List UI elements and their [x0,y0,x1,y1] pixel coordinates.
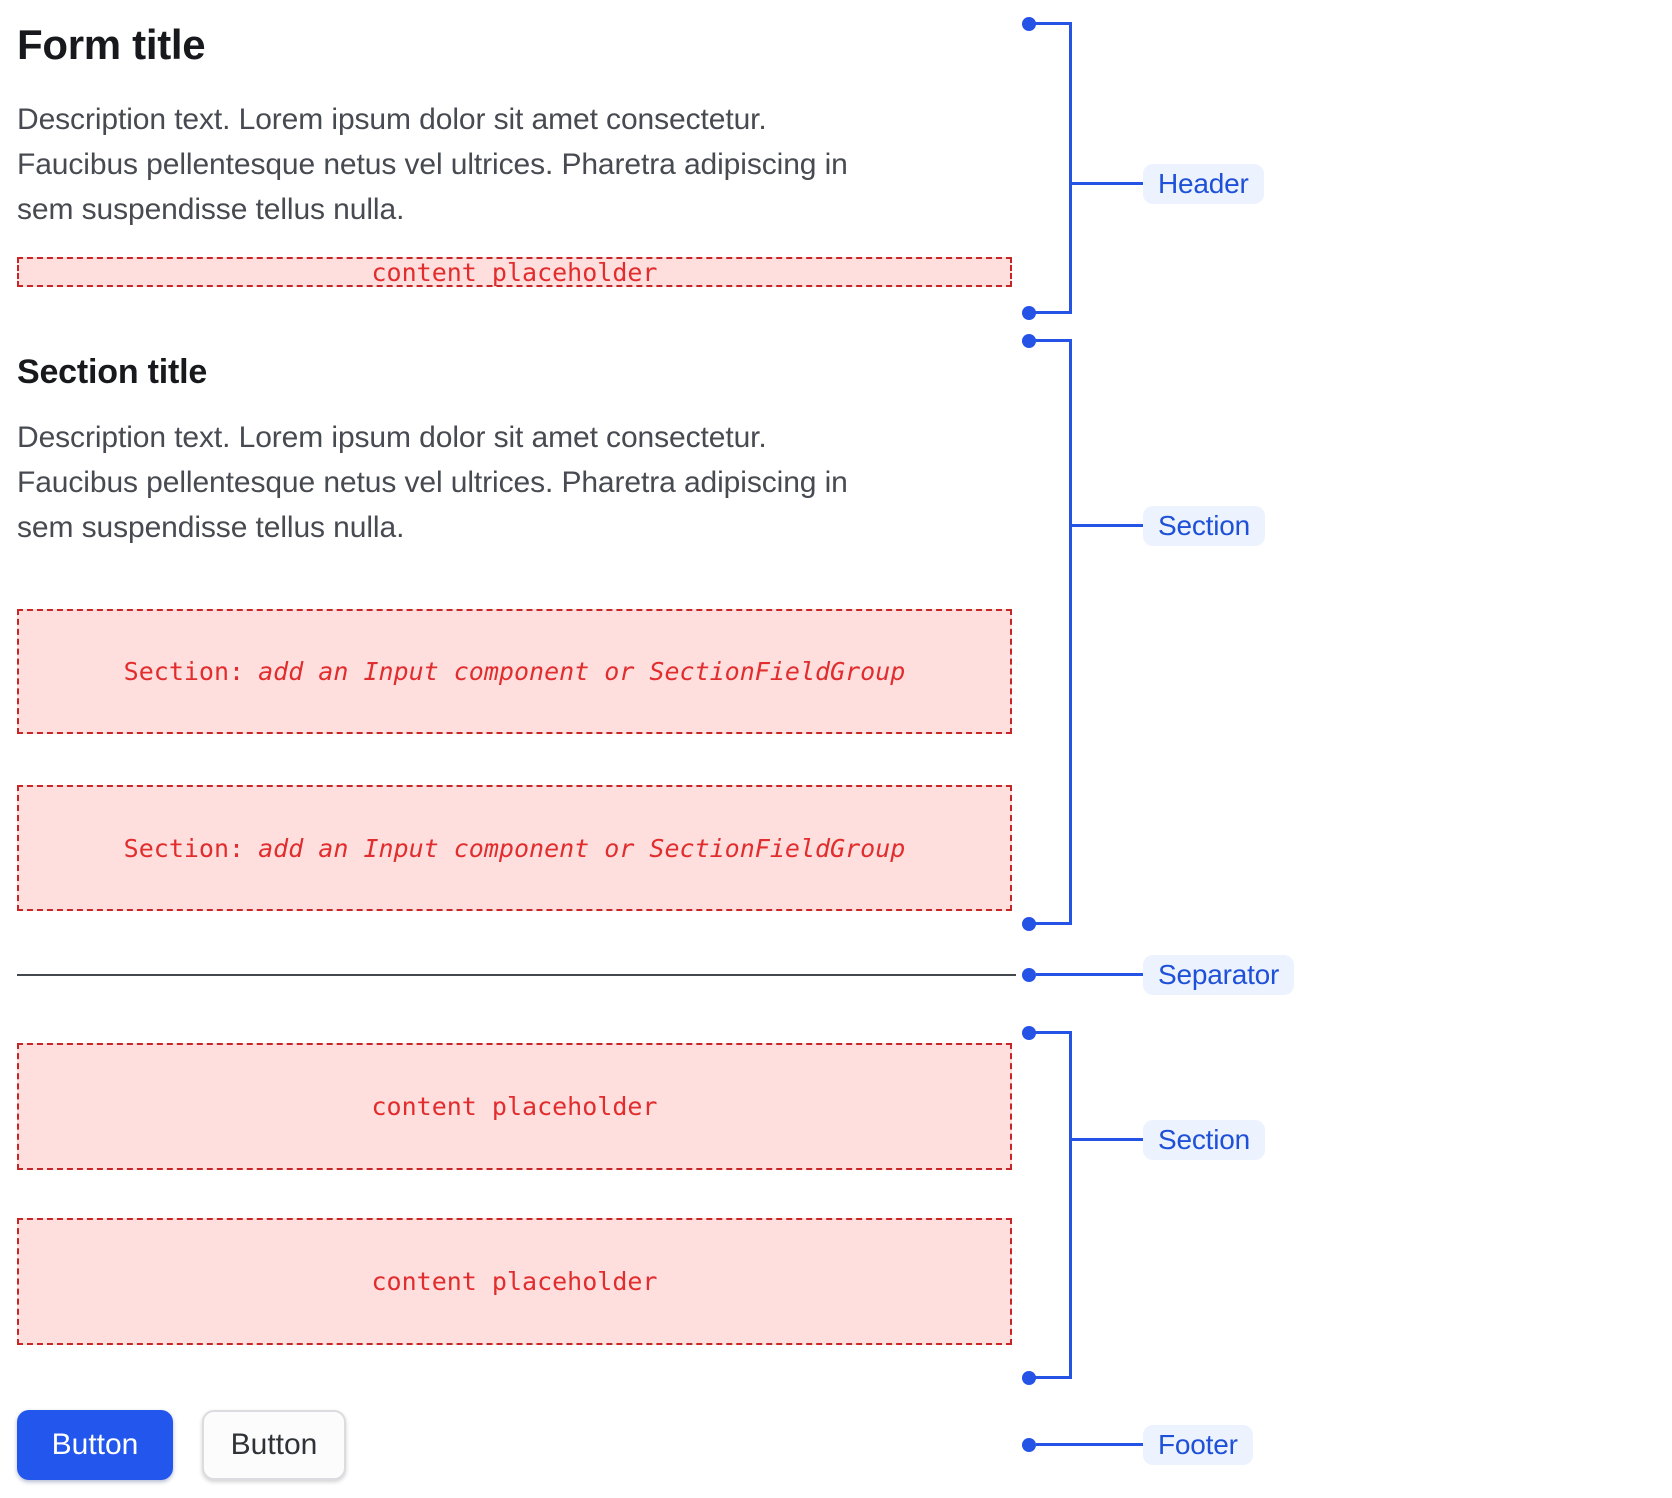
header-content-placeholder: content placeholder [17,257,1012,287]
header-bracket-top-stub [1029,22,1072,25]
separator-dot [1022,968,1036,982]
primary-button[interactable]: Button [17,1410,173,1480]
section-description-line: Faucibus pellentesque netus vel ultrices… [17,466,848,499]
lower-section-bracket-top-stub [1029,1031,1072,1034]
header-bracket-line [1069,22,1072,314]
separator-line [17,974,1016,976]
section-description: Description text. Lorem ipsum dolor sit … [17,415,977,550]
lower-section-bracket-bottom-stub [1029,1376,1072,1379]
secondary-button[interactable]: Button [202,1410,346,1480]
section-bracket-top-stub [1029,339,1072,342]
section-field-placeholder-1: Section: add an Input component or Sectio… [17,609,1012,734]
content-placeholder-text: content placeholder [371,1267,658,1296]
content-placeholder-text: content placeholder [371,1092,658,1121]
section-field-placeholder-text: Section: add an Input component or Sectio… [124,834,906,863]
annotation-section-label: Section [1143,506,1265,546]
content-placeholder-2: content placeholder [17,1218,1012,1345]
section-title: Section title [17,353,208,391]
section-placeholder-label: add an Input component or SectionFieldGr… [258,657,906,686]
header-content-placeholder-text: content placeholder [371,257,658,287]
section-bracket-line [1069,339,1072,925]
footer-dot [1022,1438,1036,1452]
section-placeholder-prefix: Section: [123,657,245,686]
section-bracket-bottom-dot [1022,917,1036,931]
annotation-footer-label: Footer [1143,1425,1253,1465]
lower-section-bracket-bottom-dot [1022,1371,1036,1385]
form-description-line: Description text. Lorem ipsum dolor sit … [17,103,767,136]
lower-section-bracket-line [1069,1031,1072,1379]
form-description: Description text. Lorem ipsum dolor sit … [17,97,977,232]
lower-section-label-connector [1069,1138,1143,1141]
section-field-placeholder-2: Section: add an Input component or Sectio… [17,785,1012,911]
form-description-line: Faucibus pellentesque netus vel ultrices… [17,148,848,181]
section-description-line: Description text. Lorem ipsum dolor sit … [17,421,767,454]
annotation-separator-label: Separator [1143,955,1295,995]
annotation-header-label: Header [1143,164,1264,204]
separator-label-connector [1036,973,1143,976]
section-placeholder-label: add an Input component or SectionFieldGr… [258,833,906,863]
annotation-lower-section-label: Section [1143,1120,1265,1160]
section-label-connector [1069,524,1143,527]
section-description-line: sem suspendisse tellus nulla. [17,511,405,544]
form-title: Form title [17,21,206,68]
header-bracket-bottom-dot [1022,306,1036,320]
header-bracket-bottom-stub [1029,311,1072,314]
section-placeholder-prefix: Section: [123,833,245,863]
content-placeholder-1: content placeholder [17,1043,1012,1170]
form-description-line: sem suspendisse tellus nulla. [17,193,405,226]
footer-label-connector [1036,1443,1143,1446]
section-bracket-bottom-stub [1029,922,1072,925]
section-field-placeholder-text: Section: add an Input component or Sectio… [124,657,906,686]
header-label-connector [1069,182,1143,185]
